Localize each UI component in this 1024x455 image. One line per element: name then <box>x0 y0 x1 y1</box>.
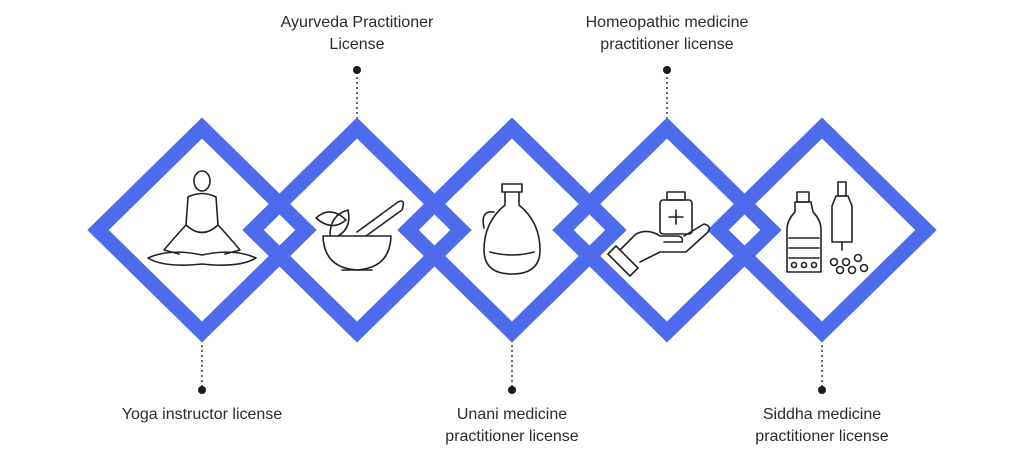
mortar-pestle-icon <box>315 200 405 271</box>
dot-siddha <box>818 386 826 394</box>
meditation-icon <box>147 170 257 266</box>
diamond-unani <box>397 117 627 343</box>
dot-yoga <box>198 386 206 394</box>
bottles-pills-icon <box>786 181 869 275</box>
oil-jug-icon <box>482 183 541 275</box>
diamond-homeopathic <box>552 117 782 343</box>
dot-homeopathic <box>663 66 671 74</box>
diamond-siddha <box>707 117 937 343</box>
hand-medicine-icon <box>607 191 711 277</box>
diamond-ayurveda <box>242 117 472 343</box>
label-unani: Unani medicine practitioner license <box>445 406 579 445</box>
connectors <box>201 72 823 388</box>
label-homeopathic: Homeopathic medicine practitioner licens… <box>585 14 749 53</box>
dot-unani <box>508 386 516 394</box>
connector-dots <box>198 66 826 394</box>
dot-ayurveda <box>353 66 361 74</box>
diamond-frames <box>87 117 937 343</box>
diamond-yoga <box>87 117 317 343</box>
label-siddha: Siddha medicine practitioner license <box>755 406 889 445</box>
label-ayurveda: Ayurveda Practitioner License <box>280 14 434 53</box>
label-yoga: Yoga instructor license <box>121 406 283 423</box>
